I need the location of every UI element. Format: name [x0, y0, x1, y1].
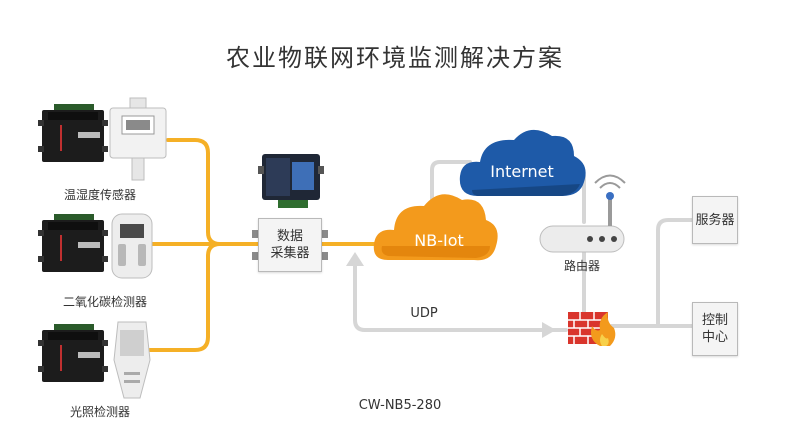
collector-bracket-icon: [252, 230, 328, 260]
router-icon: [539, 174, 626, 253]
nbiot-cloud-label: NB-Iot: [414, 231, 464, 250]
udp-return-line: [353, 260, 568, 332]
light-sensor-icon: [113, 321, 151, 399]
server-label: 服务器: [695, 212, 735, 228]
sensor3-line: [148, 242, 222, 352]
router-label: 路由器: [563, 259, 600, 273]
internet-to-nbiot-line: [430, 160, 472, 214]
sensor-label-thermo-hygrometer: 温湿度传感器: [63, 188, 136, 202]
control-center-box: 控制 中心: [692, 302, 738, 356]
udp-label: UDP: [410, 306, 438, 321]
nb-module-device-icon: [258, 154, 324, 208]
page-title: 农业物联网环境监测解决方案: [226, 44, 564, 72]
udp-arrow-right: [542, 322, 556, 338]
data-collector-box: 数据 采集器: [258, 218, 322, 272]
firewall-icon: [568, 312, 616, 346]
server-box: 服务器: [692, 196, 738, 244]
model-label: CW-NB5-280: [358, 398, 442, 413]
gateway-device-2: [38, 214, 108, 272]
nbiot-cloud-icon: [373, 194, 498, 261]
collector-label-line1: 数据: [276, 229, 303, 244]
internet-cloud-label: Internet: [490, 162, 554, 181]
control-center-label-line1: 控制: [701, 313, 728, 328]
control-center-label-line2: 中心: [701, 330, 728, 345]
sensor1-line: [166, 138, 260, 246]
co2-detector-icon: [111, 213, 153, 279]
gateway-device-3: [38, 324, 108, 382]
collector-label-line2: 采集器: [270, 246, 310, 261]
thermo-hygrometer-icon: [109, 97, 167, 181]
sensor-label-light: 光照检测器: [69, 405, 130, 419]
internet-cloud-icon: [459, 129, 586, 196]
udp-arrow-up: [346, 252, 364, 266]
gateway-device-1: [38, 104, 108, 162]
sensor-label-co2: 二氧化碳检测器: [62, 295, 147, 309]
